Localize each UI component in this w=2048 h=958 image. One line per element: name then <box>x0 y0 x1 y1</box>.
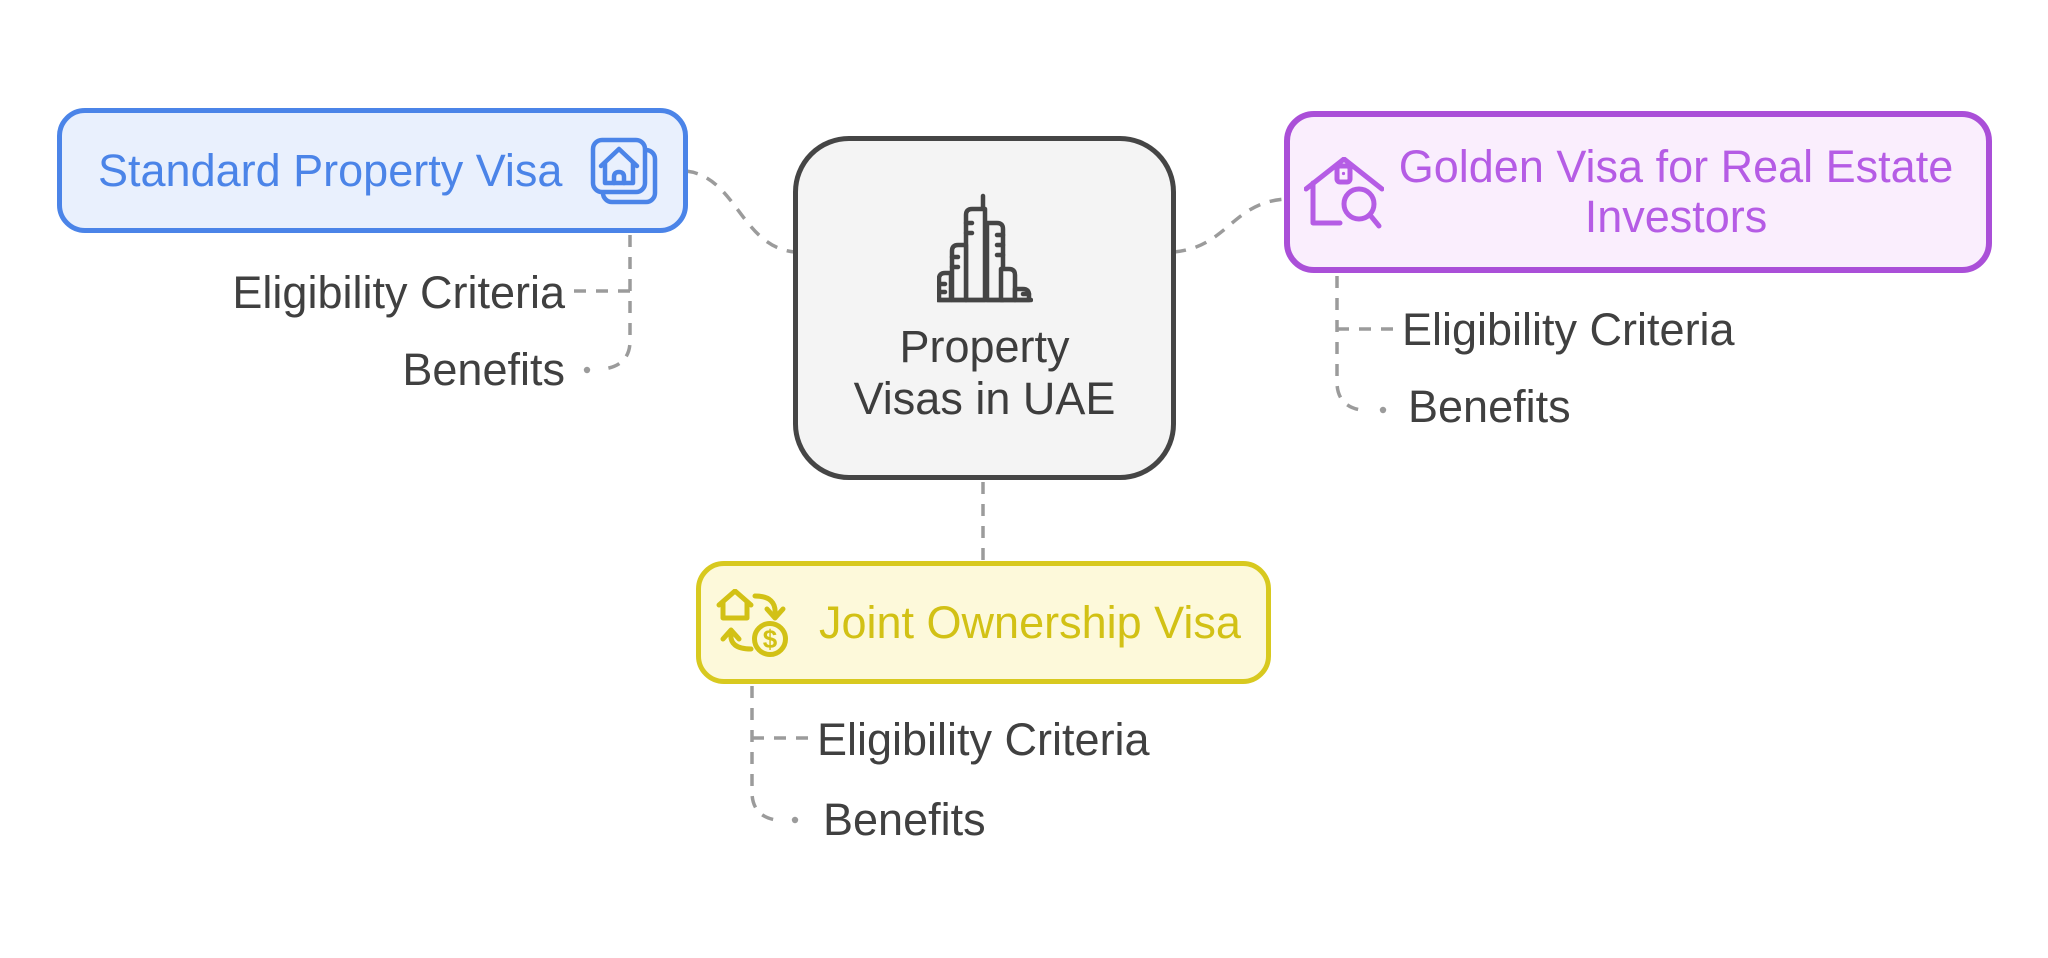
standard-eligibility-criteria-label[interactable]: Eligibility Criteria <box>232 267 565 318</box>
joint-eligibility-criteria-label[interactable]: Eligibility Criteria <box>817 714 1150 765</box>
connector-joint-children-spine <box>750 686 777 822</box>
node-title: Standard Property Visa <box>98 144 563 196</box>
svg-text:$: $ <box>763 624 778 654</box>
node-standard-property-visa[interactable]: Standard Property Visa <box>57 108 688 233</box>
connector-central-golden <box>1173 197 1287 254</box>
connector-standard-children-spine <box>603 235 632 371</box>
connector-golden-benefits-dot <box>1379 406 1387 414</box>
node-title: Golden Visa for Real Estate Investors <box>1398 141 1954 242</box>
golden-eligibility-criteria-label[interactable]: Eligibility Criteria <box>1402 304 1735 355</box>
home-search-icon <box>1303 156 1385 236</box>
connector-golden-children-spine <box>1335 276 1362 412</box>
node-title: Property Visas in UAE <box>853 320 1116 424</box>
node-title: Joint Ownership Visa <box>819 596 1241 648</box>
connector-standard-benefits-dot <box>583 366 591 374</box>
connector-joint-benefits-dot <box>791 816 799 824</box>
stacked-home-document-icon <box>589 136 661 213</box>
golden-benefits-label[interactable]: Benefits <box>1408 381 1571 432</box>
node-golden-visa-real-estate[interactable]: Golden Visa for Real Estate Investors <box>1284 111 1992 273</box>
joint-benefits-label[interactable]: Benefits <box>823 794 986 845</box>
node-property-visas-in-uae[interactable]: Property Visas in UAE <box>793 136 1176 480</box>
connector-standard-central <box>685 169 796 254</box>
home-currency-exchange-icon: $ <box>715 588 795 657</box>
node-joint-ownership-visa[interactable]: $ Joint Ownership Visa <box>696 561 1271 684</box>
city-buildings-icon <box>934 192 1033 311</box>
standard-benefits-label[interactable]: Benefits <box>402 344 565 395</box>
